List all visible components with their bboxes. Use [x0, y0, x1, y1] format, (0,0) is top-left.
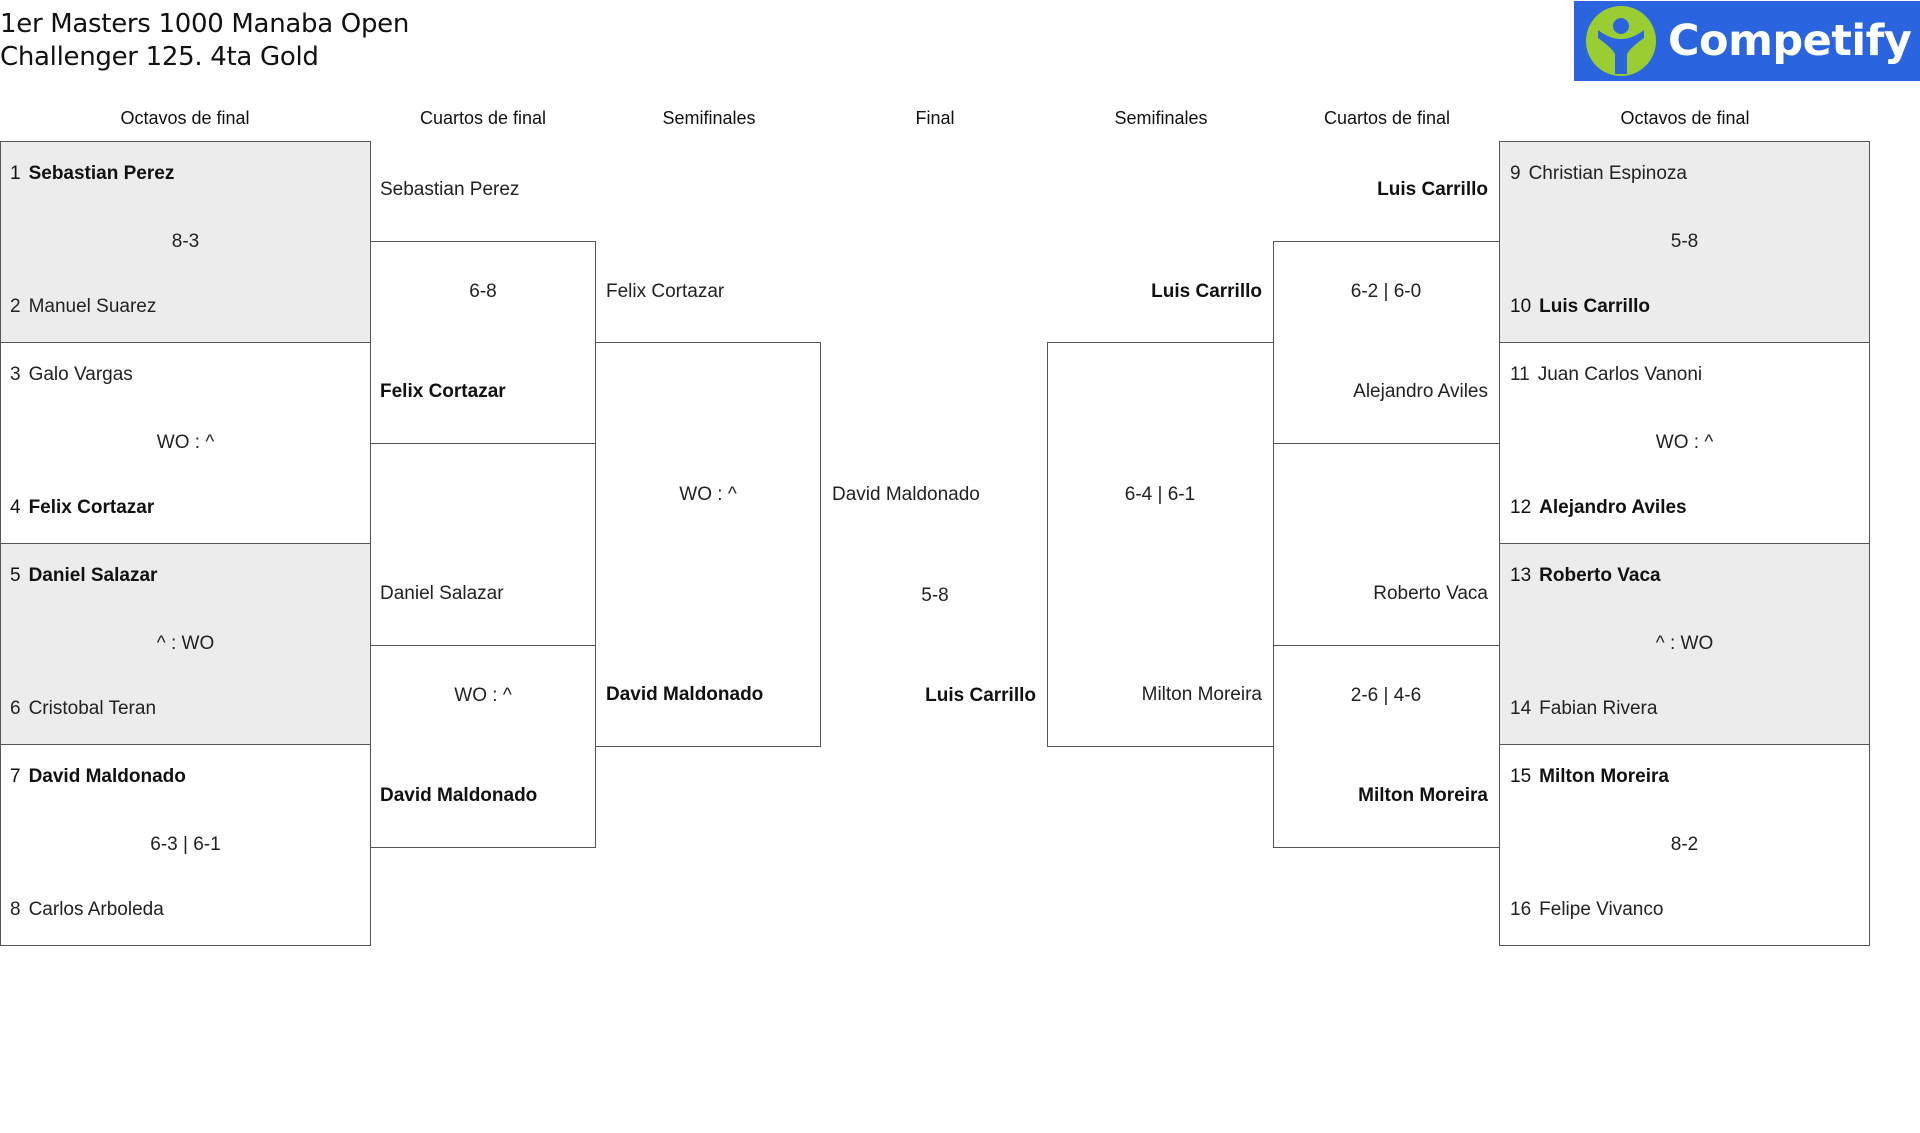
player-seed: 3 [10, 364, 21, 385]
player-name: Milton Moreira [1141, 684, 1262, 705]
final-player-2: Luis Carrillo [925, 685, 1036, 706]
player-name: Felipe Vivanco [1539, 899, 1664, 920]
header-right-r16: Octavos de final [1620, 108, 1750, 128]
player-name: David Maldonado [28, 766, 186, 787]
player-name: Galo Vargas [28, 364, 133, 385]
player-name: David Maldonado [606, 684, 764, 705]
player-name: Daniel Salazar [28, 565, 158, 586]
player-seed: 4 [10, 497, 21, 518]
match-score: 6-8 [469, 281, 497, 302]
competify-logo-icon [1586, 6, 1656, 76]
tournament-title-line2: Challenger 125. 4ta Gold [0, 42, 319, 72]
player-name: Cristobal Teran [28, 698, 157, 719]
match-score: 2-6 | 4-6 [1350, 685, 1422, 706]
tournament-title-line1: 1er Masters 1000 Manaba Open [0, 9, 410, 39]
player-seed: 11 [1510, 364, 1530, 385]
match-score: WO : ^ [156, 432, 215, 453]
match-card-left-sf[interactable] [595, 342, 821, 747]
match-card-right-r16-1[interactable] [1499, 141, 1870, 343]
player-name: David Maldonado [380, 785, 538, 806]
player-name: Fabian Rivera [1539, 698, 1658, 719]
player-seed: 12 [1510, 497, 1532, 518]
player-entry: 14 Fabian Rivera [1510, 697, 1657, 721]
player-name: Felix Cortazar [28, 497, 155, 518]
player-entry: 13 Roberto Vaca [1510, 564, 1661, 588]
player-name: Luis Carrillo [1151, 281, 1262, 302]
player-name: Christian Espinoza [1528, 163, 1687, 184]
match-score: 6-4 | 6-1 [1124, 484, 1196, 505]
match-card-right-sf[interactable] [1047, 342, 1274, 747]
player-seed: 14 [1510, 698, 1532, 719]
player-name: Luis Carrillo [1539, 296, 1650, 317]
player-entry: 3 Galo Vargas [10, 363, 133, 387]
player-entry: 1 Sebastian Perez [10, 162, 174, 186]
player-entry: 15 Milton Moreira [1510, 765, 1669, 789]
match-score: 5-8 [1670, 231, 1699, 252]
player-name: Alejandro Aviles [1353, 381, 1488, 402]
player-name: Carlos Arboleda [28, 899, 164, 920]
header-left-qf: Cuartos de final [419, 108, 547, 128]
match-score: WO : ^ [454, 685, 512, 706]
match-score: 6-3 | 6-1 [150, 834, 221, 855]
player-entry: 5 Daniel Salazar [10, 564, 157, 588]
player-entry: 9 Christian Espinoza [1510, 162, 1687, 186]
player-seed: 5 [10, 565, 21, 586]
player-name: Felix Cortazar [380, 381, 506, 402]
header-right-sf: Semifinales [1114, 108, 1208, 128]
player-seed: 9 [1510, 163, 1521, 184]
player-entry: 6 Cristobal Teran [10, 697, 156, 721]
match-card-left-qf-2[interactable] [370, 645, 596, 848]
match-score: WO : ^ [679, 484, 737, 505]
player-name: Roberto Vaca [1539, 565, 1661, 586]
match-card-right-r16-4[interactable] [1499, 744, 1870, 946]
player-name: Manuel Suarez [28, 296, 157, 317]
player-entry: 10 Luis Carrillo [1510, 295, 1650, 319]
player-seed: 10 [1510, 296, 1532, 317]
player-seed: 7 [10, 766, 21, 787]
player-seed: 16 [1510, 899, 1532, 920]
match-card-left-qf-1[interactable] [370, 241, 596, 444]
match-score: ^ : WO [1655, 633, 1714, 654]
player-entry: 2 Manuel Suarez [10, 295, 156, 319]
player-seed: 13 [1510, 565, 1532, 586]
match-card-right-qf-1[interactable] [1273, 241, 1500, 444]
tournament-title: 1er Masters 1000 Manaba Open Challenger … [0, 8, 409, 74]
player-name: Roberto Vaca [1373, 583, 1488, 604]
player-seed: 1 [10, 163, 21, 184]
header-right-qf: Cuartos de final [1323, 108, 1451, 128]
brand-name: Competify [1668, 16, 1912, 66]
player-name: Sebastian Perez [28, 163, 175, 184]
match-score: WO : ^ [1655, 432, 1714, 453]
player-name: Daniel Salazar [380, 583, 504, 604]
header-left-sf: Semifinales [662, 108, 756, 128]
player-seed: 8 [10, 899, 21, 920]
header-left-r16: Octavos de final [120, 108, 250, 128]
brand-logo: Competify [1574, 1, 1920, 81]
player-seed: 6 [10, 698, 21, 719]
player-entry: 16 Felipe Vivanco [1510, 898, 1663, 922]
match-card-right-qf-2[interactable] [1273, 645, 1500, 848]
match-score: 8-2 [1670, 834, 1699, 855]
header-final: Final [915, 108, 955, 128]
player-name: Milton Moreira [1358, 785, 1488, 806]
player-name: Luis Carrillo [1377, 179, 1488, 200]
player-entry: 8 Carlos Arboleda [10, 898, 164, 922]
player-seed: 15 [1510, 766, 1532, 787]
player-name: Juan Carlos Vanoni [1537, 364, 1703, 385]
player-name: Felix Cortazar [606, 281, 725, 302]
final-score: 5-8 [921, 585, 949, 606]
player-entry: 12 Alejandro Aviles [1510, 496, 1687, 520]
player-name: Milton Moreira [1539, 766, 1669, 787]
player-name: Sebastian Perez [380, 179, 520, 200]
player-name: Alejandro Aviles [1539, 497, 1687, 518]
final-player-1: David Maldonado [832, 484, 980, 505]
player-entry: 4 Felix Cortazar [10, 496, 154, 520]
player-entry: 7 David Maldonado [10, 765, 186, 789]
player-seed: 2 [10, 296, 21, 317]
match-card-right-r16-3[interactable] [1499, 543, 1870, 745]
match-score: ^ : WO [156, 633, 215, 654]
match-score: 6-2 | 6-0 [1350, 281, 1422, 302]
player-entry: 11 Juan Carlos Vanoni [1510, 363, 1702, 387]
match-score: 8-3 [171, 231, 200, 252]
